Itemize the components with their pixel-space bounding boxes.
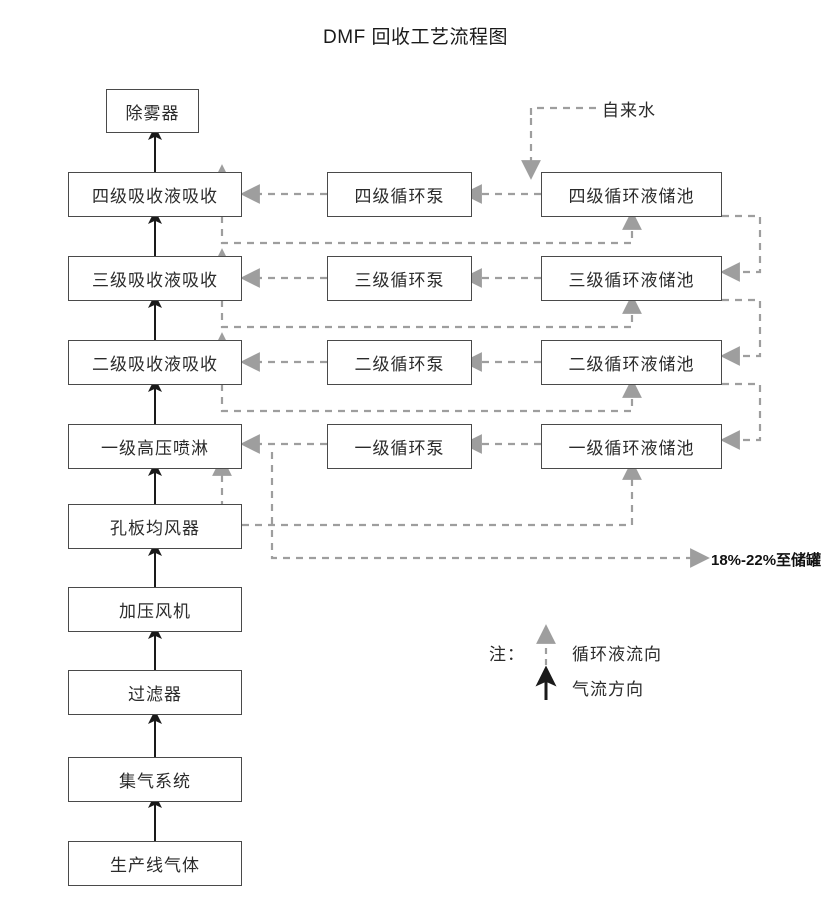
legend-liquid-flow-label: 循环液流向 — [572, 645, 662, 664]
node-stage1-spray[interactable]: 一级高压喷淋 — [68, 424, 242, 469]
node-stage2-pump[interactable]: 二级循环泵 — [327, 340, 472, 385]
node-stage3-absorber[interactable]: 三级吸收液吸收 — [68, 256, 242, 301]
node-stage4-pump[interactable]: 四级循环泵 — [327, 172, 472, 217]
node-production-line-gas[interactable]: 生产线气体 — [68, 841, 242, 886]
node-stage3-tank[interactable]: 三级循环液储池 — [541, 256, 722, 301]
label-fresh-water: 自来水 — [602, 101, 656, 120]
node-demister[interactable]: 除雾器 — [106, 89, 199, 133]
node-stage3-pump[interactable]: 三级循环泵 — [327, 256, 472, 301]
node-stage4-absorber[interactable]: 四级吸收液吸收 — [68, 172, 242, 217]
legend-air-flow-label: 气流方向 — [572, 680, 644, 699]
node-stage2-absorber[interactable]: 二级吸收液吸收 — [68, 340, 242, 385]
node-orifice-plate-distributor[interactable]: 孔板均风器 — [68, 504, 242, 549]
node-stage1-tank[interactable]: 一级循环液储池 — [541, 424, 722, 469]
node-stage4-tank[interactable]: 四级循环液储池 — [541, 172, 722, 217]
node-stage2-tank[interactable]: 二级循环液储池 — [541, 340, 722, 385]
node-gas-collection-system[interactable]: 集气系统 — [68, 757, 242, 802]
legend-prefix: 注： — [489, 645, 525, 664]
fresh-water-wire — [529, 106, 596, 118]
page-title: DMF 回收工艺流程图 — [323, 27, 508, 48]
node-filter[interactable]: 过滤器 — [68, 670, 242, 715]
node-pressure-fan[interactable]: 加压风机 — [68, 587, 242, 632]
label-product-to-storage-tank: 18%-22%至储罐 — [711, 552, 822, 569]
node-stage1-pump[interactable]: 一级循环泵 — [327, 424, 472, 469]
